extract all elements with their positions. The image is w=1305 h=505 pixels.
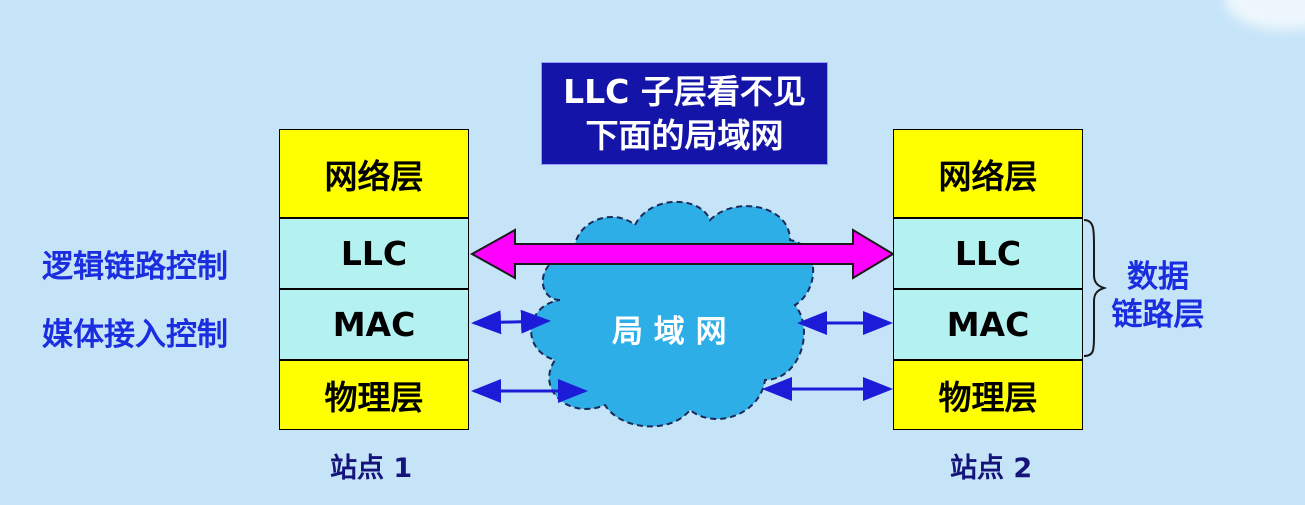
lan-cloud-label: 局 域 网 <box>612 314 727 350</box>
data-link-layer-label: 数据 链路层 <box>1098 258 1218 334</box>
station2-llc-layer: LLC <box>893 218 1083 289</box>
station1-network-layer: 网络层 <box>279 129 469 218</box>
mac-left-arrow <box>471 309 551 335</box>
title-line-1: LLC 子层看不见 <box>563 71 806 111</box>
station2-label: 站点 2 <box>950 453 1033 484</box>
station1-label: 站点 1 <box>330 453 413 484</box>
station2-mac-layer: MAC <box>893 289 1083 360</box>
data-link-label-line-2: 链路层 <box>1111 297 1205 333</box>
station2-physical-layer: 物理层 <box>893 360 1083 430</box>
llc-description-label: 逻辑链路控制 <box>42 249 228 285</box>
mac-description-label: 媒体接入控制 <box>42 317 228 353</box>
title-line-2: 下面的局域网 <box>585 115 784 155</box>
data-link-brace <box>1083 219 1108 357</box>
station2-network-layer: 网络层 <box>893 129 1083 218</box>
station1-mac-layer: MAC <box>279 289 469 360</box>
station1-llc-layer: LLC <box>279 218 469 289</box>
data-link-label-line-1: 数据 <box>1127 259 1189 295</box>
station1-physical-layer: 物理层 <box>279 360 469 430</box>
title-box: LLC 子层看不见 下面的局域网 <box>541 62 828 165</box>
